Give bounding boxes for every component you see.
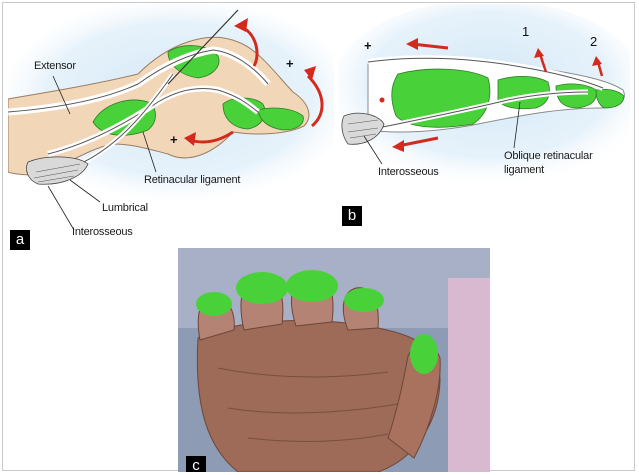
panel-c-hand-photo: c	[178, 248, 490, 472]
green-fingertip-1	[196, 292, 232, 316]
label-interosseous-b: Interosseous	[378, 166, 439, 178]
green-fingertip-4	[344, 288, 384, 312]
hand-photo-illustration	[178, 248, 490, 472]
panel-a-finger-diagram: Extensor Retinacular ligament Lumbrical …	[8, 4, 334, 252]
plus-sign-b: +	[364, 38, 372, 53]
green-fingertip-3	[286, 270, 338, 302]
plus-sign-2: +	[170, 132, 178, 147]
red-dot-b	[380, 98, 385, 103]
sleeve	[448, 278, 490, 472]
label-lumbrical: Lumbrical	[102, 202, 148, 214]
marker-2: 2	[590, 34, 597, 49]
panel-badge-c: c	[186, 456, 206, 472]
marker-1: 1	[522, 24, 529, 39]
label-retinacular-ligament: Retinacular ligament	[144, 174, 240, 186]
plus-sign-1: +	[286, 56, 294, 71]
label-interosseous-a: Interosseous	[72, 226, 133, 238]
label-extensor: Extensor	[34, 60, 76, 72]
panel-b-finger-diagram: + 1 2 Interosseous Oblique retinacular l…	[338, 4, 630, 226]
label-oblique-retinacular: Oblique retinacular	[504, 150, 593, 162]
green-thumbtip	[410, 334, 438, 374]
finger-anatomy-illustration-a	[8, 4, 334, 252]
proximal-bone-b	[392, 69, 490, 127]
finger-anatomy-illustration-b	[338, 4, 630, 226]
label-oblique-ligament: ligament	[504, 164, 544, 176]
interosseous-leader	[48, 186, 74, 230]
green-fingertip-2	[236, 272, 288, 304]
panel-badge-a: a	[10, 230, 30, 250]
panel-badge-b: b	[342, 206, 362, 226]
